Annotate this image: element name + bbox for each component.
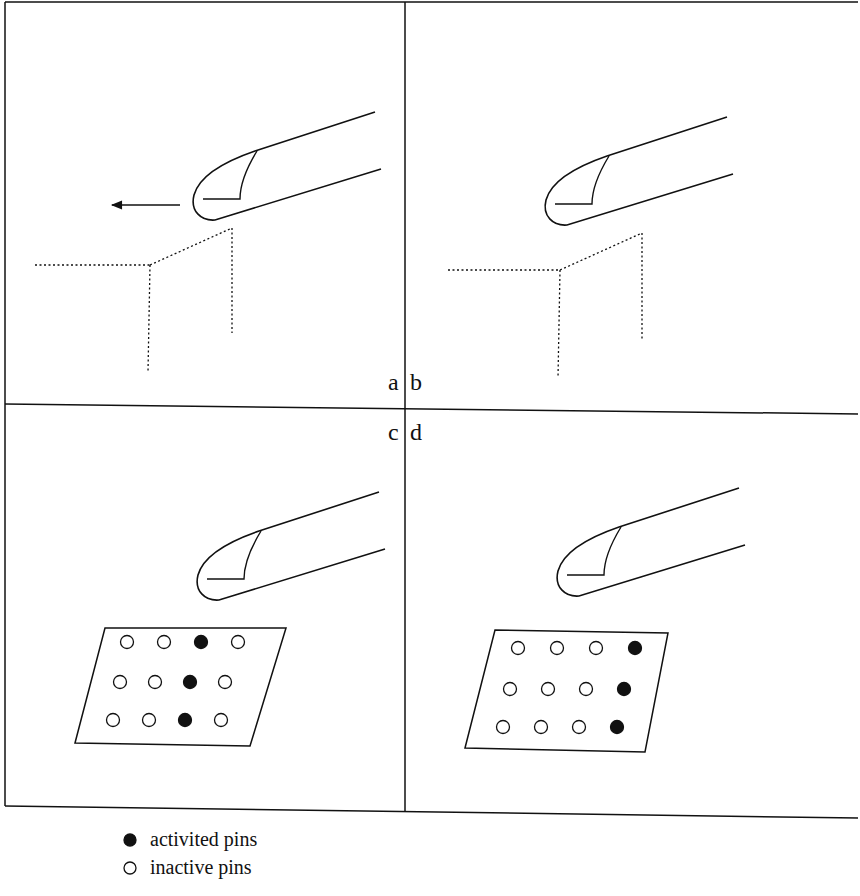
surface-edge <box>148 265 150 372</box>
motion-arrow <box>112 204 180 205</box>
inactive-pin <box>551 642 564 655</box>
panel-divider <box>5 1 858 3</box>
legend-entry: inactive pins <box>122 856 252 879</box>
inactive-pin <box>497 721 510 734</box>
active-pin <box>184 676 197 689</box>
inactive-pin <box>107 714 120 727</box>
surface-edge <box>558 270 560 378</box>
inactive-pin <box>158 636 171 649</box>
panel-letter: c <box>388 420 399 444</box>
legend-text: activited pins <box>150 828 257 851</box>
active-pin <box>611 721 624 734</box>
inactive-pin <box>504 683 517 696</box>
fingertip <box>193 112 381 220</box>
inactive-pin <box>512 642 525 655</box>
panel-letter: b <box>410 370 422 394</box>
legend-sample <box>122 832 138 848</box>
inactive-pin <box>535 721 548 734</box>
surface-edge <box>231 228 232 333</box>
surface-edge <box>641 233 642 340</box>
inactive-pin <box>114 676 127 689</box>
panel-divider <box>5 806 858 818</box>
surface-edge <box>560 233 642 270</box>
active-pin <box>195 636 208 649</box>
inactive-pin <box>143 714 156 727</box>
panel-letter: a <box>388 370 399 394</box>
active-pin <box>618 683 631 696</box>
inactive-pin <box>219 676 232 689</box>
panel-divider <box>5 404 858 414</box>
inactive-pin <box>121 636 134 649</box>
inactive-pin <box>232 636 245 649</box>
surface-edge <box>150 228 232 265</box>
fingertip <box>557 488 745 596</box>
inactive-pin <box>573 721 586 734</box>
panel-divider <box>404 2 406 812</box>
active-pin <box>629 642 642 655</box>
inactive-pin <box>580 683 593 696</box>
pin-array <box>465 630 668 752</box>
active-pin <box>179 714 192 727</box>
inactive-pin <box>149 676 162 689</box>
legend-sample <box>122 860 138 876</box>
panel-letter: d <box>410 420 422 444</box>
fingertip <box>197 492 385 600</box>
pin-array <box>75 628 286 746</box>
surface-edge <box>448 269 560 270</box>
surface-edge <box>35 264 150 265</box>
inactive-pin <box>215 714 228 727</box>
fingertip <box>545 117 733 225</box>
legend-text: inactive pins <box>150 856 252 879</box>
inactive-pin <box>542 683 555 696</box>
inactive-pin <box>590 642 603 655</box>
legend-entry: activited pins <box>122 828 257 851</box>
